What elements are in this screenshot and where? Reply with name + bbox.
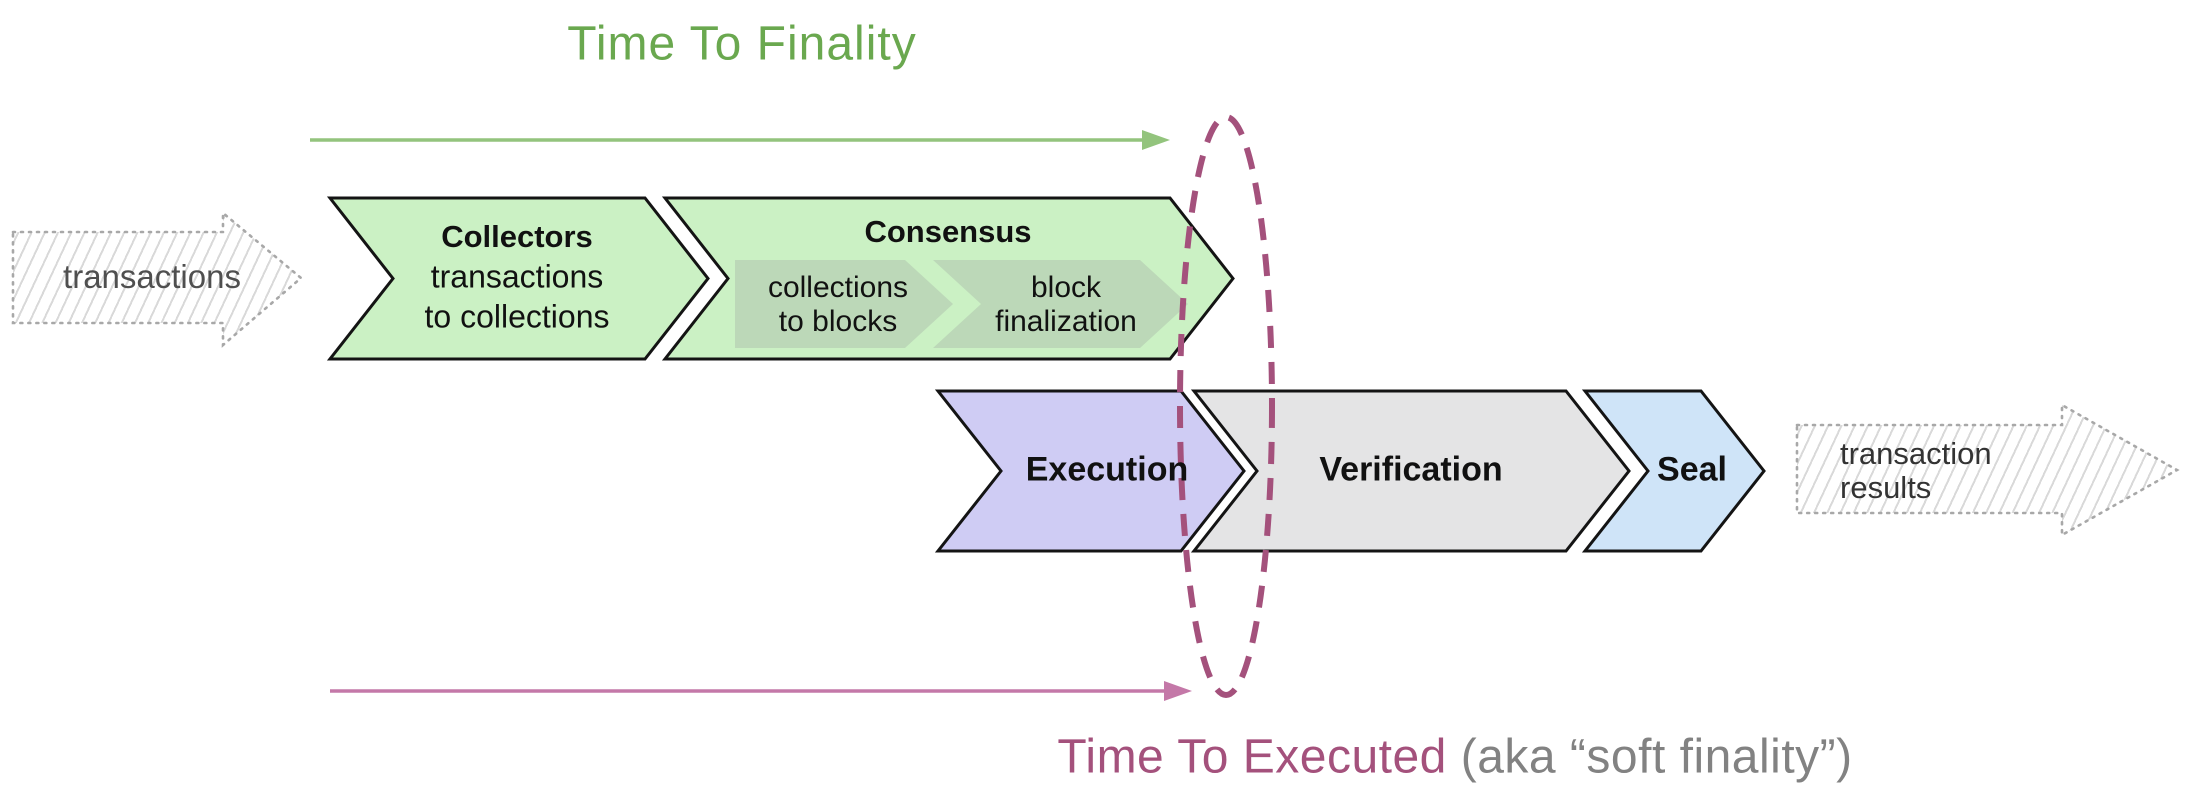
verification-chevron xyxy=(1190,389,1631,553)
seal-chevron xyxy=(1581,389,1766,553)
seal-stage-title: Seal xyxy=(1657,450,1727,489)
collectors-chevron xyxy=(326,196,710,361)
time-to-executed-arrowhead-icon xyxy=(1164,681,1192,701)
collectors-stage-title: Collectors xyxy=(441,219,593,254)
block-finalization-line1: block xyxy=(1030,271,1102,304)
time-to-executed-arrow xyxy=(330,681,1192,701)
collections-to-blocks-line1: collections xyxy=(767,271,909,304)
time-to-executed-caption: Time To Executed (aka “soft finality”) xyxy=(1057,730,1852,785)
collectors-stage-line2: to collections xyxy=(424,298,610,335)
collections-to-blocks-line2: to blocks xyxy=(778,305,898,338)
collectors-stage-line1: transactions xyxy=(430,258,604,295)
transaction-results-arrow-outline xyxy=(1795,402,2180,538)
transaction-results-label-line1: transaction xyxy=(1840,436,1992,471)
time-to-finality-arrow xyxy=(310,130,1170,150)
verification-stage-title: Verification xyxy=(1319,450,1503,489)
transaction-results-label-line2: results xyxy=(1840,470,1932,505)
block-finalization-line2: finalization xyxy=(995,305,1137,338)
transactions-input-label: transactions xyxy=(63,258,241,295)
soft-finality-note: (aka “soft finality”) xyxy=(1446,730,1853,784)
finality-boundary-ellipse xyxy=(1177,114,1275,698)
execution-stage-title: Execution xyxy=(1025,450,1189,489)
block-finalization-subchevron xyxy=(933,260,1188,348)
time-to-finality-title: Time To Finality xyxy=(567,17,917,71)
time-to-executed-label: Time To Executed xyxy=(1057,730,1447,784)
consensus-stage-title: Consensus xyxy=(864,214,1032,249)
collections-to-blocks-subchevron xyxy=(735,260,953,348)
time-to-finality-arrowhead-icon xyxy=(1142,130,1170,150)
